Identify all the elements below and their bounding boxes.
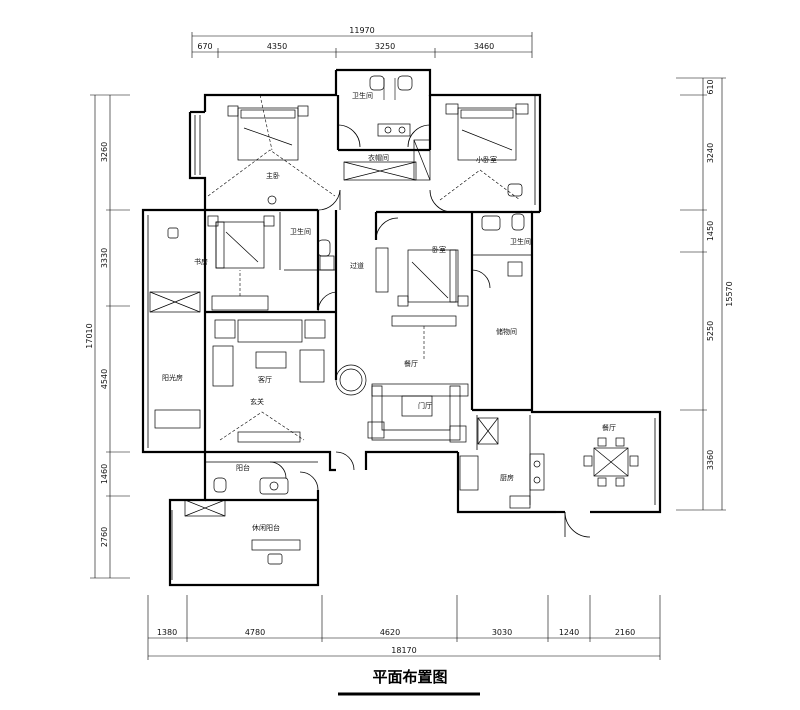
top-dimensions: 11970 670 4350 3250 3460	[191, 26, 533, 58]
label-storage: 储物间	[496, 327, 517, 336]
label-dining-balcony: 餐厅	[602, 423, 616, 432]
label-closet: 衣帽间	[368, 153, 389, 162]
label-corridor: 过道	[350, 261, 364, 270]
walls	[141, 68, 662, 587]
label-dining-room: 餐厅	[404, 359, 418, 368]
dim-top-0: 670	[197, 42, 212, 51]
dim-left-1: 3330	[100, 248, 109, 268]
dim-left-3: 1460	[100, 464, 109, 484]
title-text: 平面布置图	[372, 668, 447, 686]
dim-left-0: 3260	[100, 142, 109, 162]
label-master-bedroom: 主卧	[266, 171, 280, 180]
dim-right-3: 5250	[706, 321, 715, 341]
dim-bottom-1: 4780	[245, 628, 265, 637]
dim-left-2: 4540	[100, 369, 109, 389]
label-study: 书房	[194, 257, 208, 266]
label-bedroom-mid: 卧室	[432, 245, 446, 254]
dim-left-4: 2760	[100, 527, 109, 547]
furniture	[149, 75, 639, 565]
dim-top-total: 11970	[349, 26, 374, 35]
dim-bottom-4: 1240	[559, 628, 579, 637]
left-dimensions: 17010 3260 3330 4540 1460 2760	[85, 94, 130, 579]
dim-right-4: 3360	[706, 450, 715, 470]
drawing-title: 平面布置图	[338, 668, 480, 696]
dim-bottom-2: 4620	[380, 628, 400, 637]
right-dimensions: 15570 610 3240 1450 5250 3360	[676, 77, 734, 511]
label-sunroom: 阳光房	[162, 373, 183, 382]
label-bath-top: 卫生间	[352, 91, 373, 100]
dim-bottom-total: 18170	[391, 646, 416, 655]
label-porch: 门厅	[418, 401, 432, 410]
dim-top-1: 4350	[267, 42, 287, 51]
dim-bottom-5: 2160	[615, 628, 635, 637]
room-labels: 卫生间 主卧 小卧室 衣帽间 书房 卫生间 过道 卫生间 卧室 储物间 阳光房 …	[162, 91, 616, 532]
partitions	[147, 95, 656, 580]
label-living-room: 客厅	[258, 375, 272, 384]
dim-right-total: 15570	[725, 281, 734, 306]
dim-right-0: 610	[706, 79, 715, 94]
dim-left-total: 17010	[85, 323, 94, 348]
doors	[269, 124, 591, 538]
label-bath-small: 卫生间	[290, 227, 311, 236]
dim-top-3: 3460	[474, 42, 494, 51]
label-entry: 玄关	[250, 397, 264, 406]
dim-right-1: 3240	[706, 143, 715, 163]
label-bath-right: 卫生间	[510, 237, 531, 246]
dim-bottom-0: 1380	[157, 628, 177, 637]
label-bedroom-top-right: 小卧室	[476, 155, 497, 164]
label-kitchen: 厨房	[500, 473, 514, 482]
dim-right-2: 1450	[706, 221, 715, 241]
dim-bottom-3: 3030	[492, 628, 512, 637]
label-leisure: 休闲阳台	[252, 523, 280, 532]
dim-top-2: 3250	[375, 42, 395, 51]
bottom-dimensions: 18170 1380 4780 4620 3030 1240 2160	[147, 595, 661, 660]
label-balcony: 阳台	[236, 463, 250, 472]
